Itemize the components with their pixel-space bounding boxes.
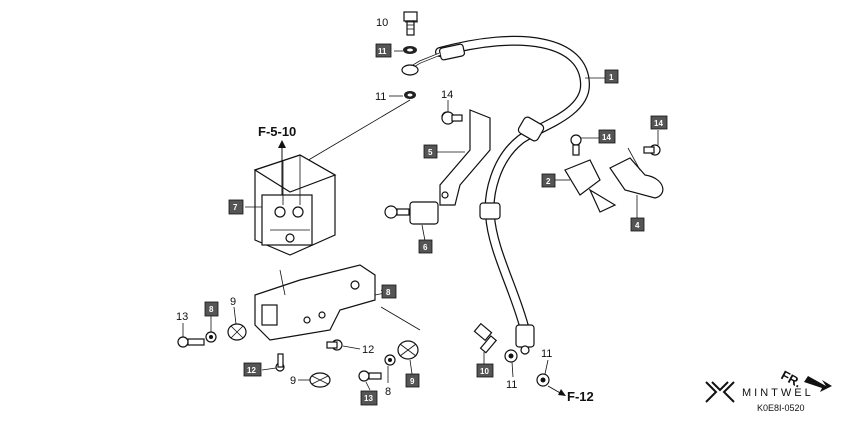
box-callout-12: 12 — [243, 362, 262, 377]
box-callout-14-right: 14 — [598, 129, 616, 144]
svg-text:12: 12 — [247, 366, 256, 375]
clamp-part-2 — [564, 134, 617, 213]
bolt-13-bottom — [358, 370, 382, 382]
box-callout-8-left: 8 — [204, 301, 219, 317]
bolt-14-top — [441, 111, 463, 125]
box-callout-2: 2 — [541, 173, 556, 188]
direction-arrow-icon — [804, 376, 832, 392]
callout-10: 10 — [376, 17, 388, 29]
box-callout-1: 1 — [604, 69, 619, 84]
box-callout-13: 13 — [360, 390, 378, 406]
collar-bottom — [384, 354, 396, 366]
svg-text:7: 7 — [233, 203, 238, 212]
svg-text:13: 13 — [364, 394, 373, 403]
diagram-code: K0E8I-0520 — [757, 403, 805, 413]
callout-14-top: 14 — [441, 89, 453, 101]
bolt-13-left — [177, 336, 205, 348]
abs-mounting-bracket — [254, 264, 391, 341]
svg-text:5: 5 — [428, 148, 433, 157]
svg-text:9: 9 — [410, 377, 415, 386]
collar-left — [205, 331, 217, 343]
box-callout-9: 9 — [405, 373, 420, 388]
svg-text:2: 2 — [546, 177, 551, 186]
svg-text:4: 4 — [635, 221, 640, 230]
reference-top: F-5-10 — [258, 124, 296, 195]
brake-hose — [409, 35, 591, 355]
box-callout-11: 11 — [375, 43, 392, 58]
callout-9-left: 9 — [230, 296, 236, 308]
box-callout-14-far: 14 — [650, 115, 668, 130]
callout-12-mid: 12 — [362, 344, 374, 356]
box-callout-8-right: 8 — [381, 284, 397, 299]
brand-name: MINTWEL — [742, 387, 814, 399]
reference-top-label: F-5-10 — [258, 124, 296, 139]
svg-text:10: 10 — [480, 367, 489, 376]
bolt-12-bottom — [275, 353, 285, 372]
bolt-12-middle — [326, 339, 343, 351]
bracket-part-4 — [609, 144, 664, 199]
svg-text:11: 11 — [378, 47, 387, 56]
reference-bottom: F-12 — [547, 385, 594, 404]
banjo-bolt-top — [299, 11, 419, 166]
box-callout-5: 5 — [423, 144, 438, 159]
brand-watermark: MINTWEL FR. K0E8I-0520 — [705, 367, 832, 413]
box-callout-4: 4 — [630, 217, 645, 232]
svg-text:8: 8 — [209, 305, 214, 314]
rubber-mount-right — [397, 340, 419, 360]
callout-11-bottom-right: 11 — [541, 348, 552, 360]
callout-13: 13 — [176, 311, 188, 323]
box-callout-10: 10 — [476, 363, 494, 378]
callout-11-top: 11 — [375, 91, 386, 103]
callout-8-bottom: 8 — [385, 386, 391, 398]
svg-text:14: 14 — [654, 119, 663, 128]
box-callout-6: 6 — [418, 239, 433, 254]
svg-text:14: 14 — [602, 133, 611, 142]
svg-text:8: 8 — [386, 288, 391, 297]
rubber-mount-bottom — [309, 372, 331, 388]
callout-11-bottom-left: 11 — [506, 379, 517, 391]
banjo-bolt-bottom — [473, 322, 550, 387]
svg-text:6: 6 — [423, 243, 428, 252]
brand-logo-icon — [705, 381, 735, 403]
svg-text:1: 1 — [609, 73, 614, 82]
leader-lines — [182, 21, 659, 391]
rubber-mount-left — [227, 323, 247, 341]
reference-bottom-label: F-12 — [567, 389, 594, 404]
callout-9-bottom: 9 — [290, 375, 296, 387]
abs-modulator — [253, 154, 337, 256]
clamp-part-6 — [384, 201, 439, 225]
box-callout-7: 7 — [228, 199, 244, 215]
